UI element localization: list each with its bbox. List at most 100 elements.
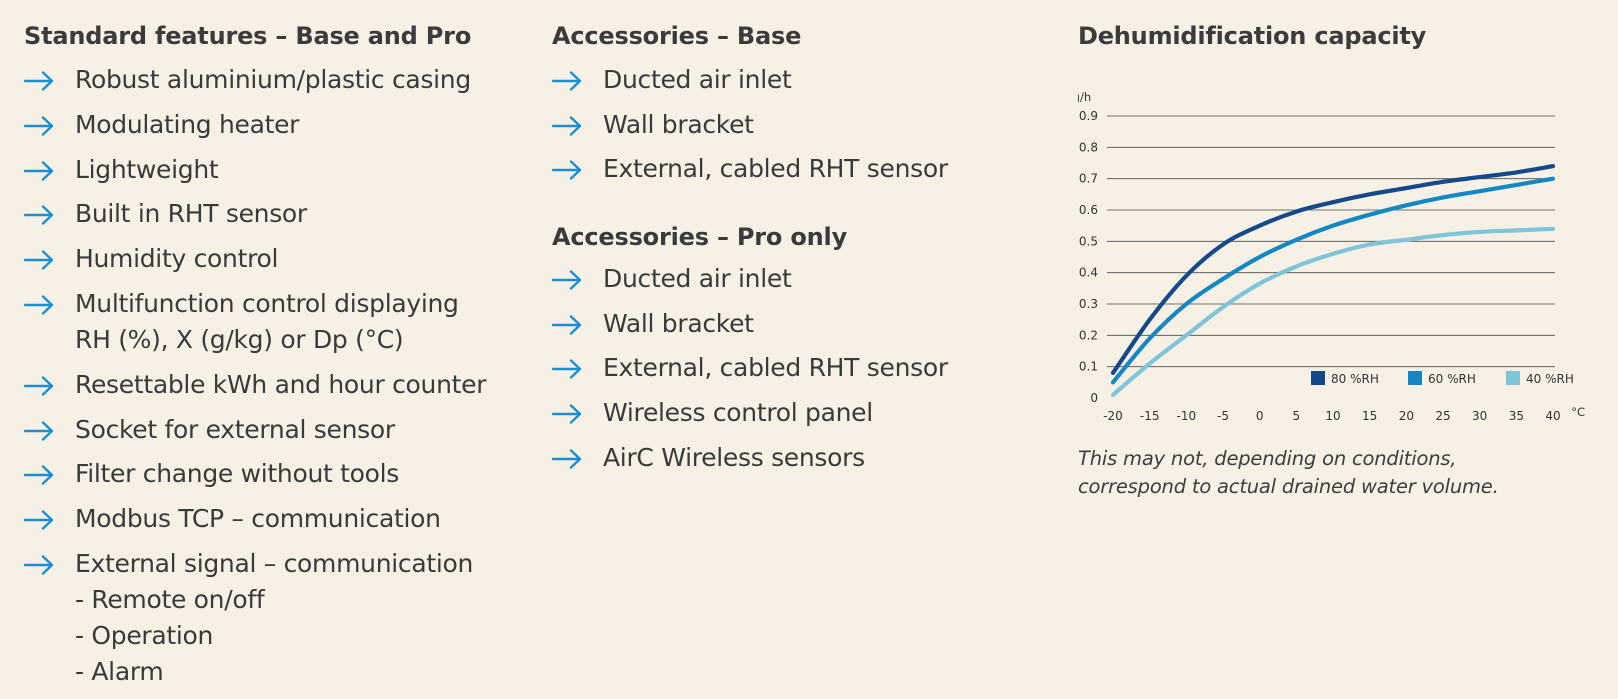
x-tick-label: 40 <box>1545 409 1560 423</box>
arrow-right-icon <box>552 315 582 335</box>
legend-label: 60 %RH <box>1428 372 1476 386</box>
list-item: Wall bracket <box>552 306 1022 342</box>
list-item-text: External signal – communication <box>75 548 474 578</box>
legend-label: 40 %RH <box>1526 372 1574 386</box>
arrow-right-icon <box>24 420 54 441</box>
legend-swatch <box>1506 371 1520 385</box>
list-item-text: Built in RHT sensor <box>75 199 307 229</box>
y-tick-label: 0 <box>1090 391 1098 405</box>
y-tick-label: 0.1 <box>1079 360 1098 374</box>
x-tick-label: 15 <box>1362 409 1377 423</box>
list-item-text: Ducted air inlet <box>603 65 792 94</box>
series-line <box>1110 226 1556 397</box>
x-axis-label: °C <box>1571 405 1585 419</box>
list-item-text: Multifunction control displaying <box>75 288 459 318</box>
accessories-pro-heading: Accessories – Pro only <box>552 223 848 252</box>
x-tick-label: 0 <box>1256 409 1264 423</box>
list-item: Filter change without tools <box>24 456 529 492</box>
list-item: Modulating heater <box>24 107 529 143</box>
arrow-right-icon <box>24 71 54 91</box>
list-item-text: Resettable kWh and hour counter <box>75 369 487 399</box>
list-item-text: Wall bracket <box>603 109 754 139</box>
list-item-text: Wireless control panel <box>603 397 873 427</box>
arrow-right-icon <box>24 205 54 226</box>
caption-line-2: correspond to actual drained water volum… <box>1078 475 1499 498</box>
caption-line-1: This may not, depending on conditions, <box>1078 447 1457 470</box>
y-axis-label: kg/h <box>1078 90 1091 104</box>
list-item: AirC Wireless sensors <box>552 440 1022 476</box>
list-item: External, cabled RHT sensor <box>552 350 1022 386</box>
list-item: Wall bracket <box>552 107 1022 143</box>
list-item-text: Robust aluminium/plastic casing <box>75 65 471 94</box>
x-tick-label: 5 <box>1293 409 1301 423</box>
arrow-right-icon <box>24 250 54 270</box>
series-line <box>1110 176 1556 385</box>
list-item-text: Socket for external sensor <box>75 414 395 444</box>
series-line <box>1110 164 1556 376</box>
y-tick-label: 0.9 <box>1079 109 1098 123</box>
list-item-text: External, cabled RHT sensor <box>603 353 948 383</box>
list-item: Ducted air inlet <box>552 62 1022 98</box>
list-item-text: External, cabled RHT sensor <box>603 154 948 184</box>
chart-caption: This may not, depending on conditions, c… <box>1078 445 1598 501</box>
x-tick-label: -5 <box>1217 409 1229 423</box>
list-item-text: RH (%), X (g/kg) or Dp (°C) <box>75 324 404 354</box>
y-tick-label: 0.4 <box>1079 266 1098 280</box>
list-item-text: Modulating heater <box>75 109 300 139</box>
y-tick-label: 0.3 <box>1079 297 1098 311</box>
arrow-right-icon <box>24 510 54 530</box>
x-tick-label: -15 <box>1140 409 1160 423</box>
list-item: External, cabled RHT sensor <box>552 151 1022 187</box>
arrow-right-icon <box>24 555 54 575</box>
x-tick-label: 20 <box>1399 409 1414 423</box>
arrow-right-icon <box>24 116 54 136</box>
legend-swatch <box>1311 371 1325 385</box>
accessories-base-heading: Accessories – Base <box>552 22 802 50</box>
x-tick-label: 25 <box>1435 409 1450 423</box>
y-tick-label: 0.7 <box>1079 172 1098 186</box>
y-tick-label: 0.8 <box>1079 140 1098 154</box>
list-item: Ducted air inlet <box>552 261 1022 297</box>
list-item-text: Humidity control <box>75 244 279 274</box>
legend-swatch <box>1408 371 1422 385</box>
chart-column: Dehumidification capacity 0 0.1 0.2 0.3 0.4 0… <box>1078 18 1598 498</box>
list-item: External signal – communication- Remote … <box>24 546 529 690</box>
arrow-right-icon <box>552 160 582 180</box>
x-tick-label: 10 <box>1325 409 1340 423</box>
arrow-right-icon <box>552 115 582 136</box>
arrow-right-icon <box>24 295 54 315</box>
list-item-text: Wall bracket <box>603 308 754 338</box>
arrow-right-icon <box>552 404 582 424</box>
arrow-right-icon <box>552 71 582 91</box>
list-item-text: Modbus TCP – communication <box>75 504 441 534</box>
list-item-text: AirC Wireless sensors <box>603 442 865 472</box>
arrow-right-icon <box>552 270 582 290</box>
list-item-text: - Alarm <box>75 656 164 686</box>
list-item-text: Filter change without tools <box>75 459 400 489</box>
list-item: Modbus TCP – communication <box>24 501 529 537</box>
arrow-right-icon <box>552 359 582 380</box>
arrow-right-icon <box>552 448 582 469</box>
chart-title: Dehumidification capacity <box>1078 22 1427 50</box>
x-tick-label: -10 <box>1177 409 1197 423</box>
legend-label: 80 %RH <box>1331 372 1379 386</box>
list-item: Resettable kWh and hour counter <box>24 367 529 403</box>
list-item-text: Ducted air inlet <box>603 264 792 294</box>
list-item: Robust aluminium/plastic casing <box>24 62 529 98</box>
x-tick-label: 35 <box>1509 409 1524 423</box>
list-item-text: Lightweight <box>75 154 219 184</box>
x-tick-label: -20 <box>1103 409 1123 423</box>
list-item: Humidity control <box>24 241 529 277</box>
y-tick-label: 0.5 <box>1079 234 1098 248</box>
list-item: Wireless control panel <box>552 395 1022 431</box>
arrow-right-icon <box>24 376 54 396</box>
list-item: Lightweight <box>24 152 529 188</box>
list-item: Multifunction control displaying RH (%), … <box>24 286 529 358</box>
standard-features-heading: Standard features – Base and Pro <box>24 22 472 50</box>
y-tick-label: 0.2 <box>1079 328 1098 342</box>
